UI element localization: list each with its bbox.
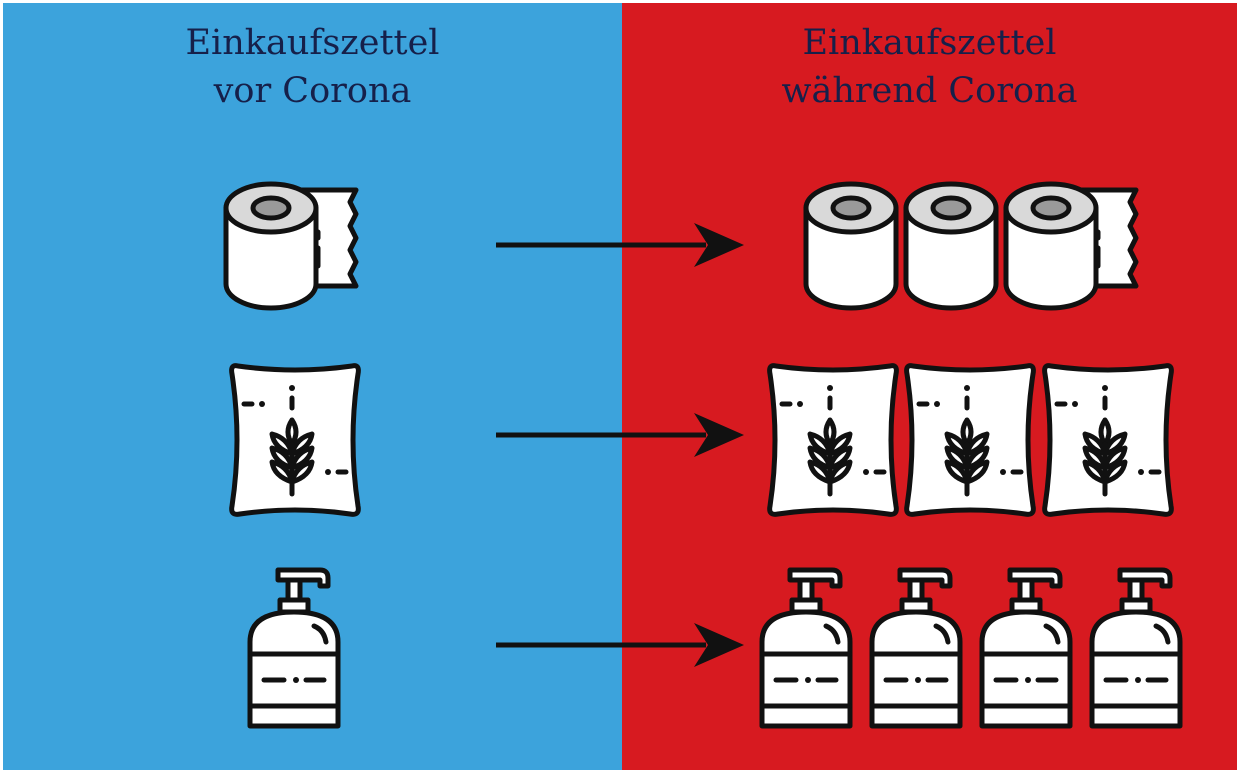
title-before-line2: vor Corona	[213, 71, 412, 111]
soap-dispenser-icon	[979, 567, 1073, 729]
arrow-toilet-paper-roll	[496, 223, 744, 267]
title-during-line2: während Corona	[781, 71, 1078, 111]
flour-sack-icon	[904, 363, 1036, 517]
title-during-corona: Einkaufszettel während Corona	[622, 19, 1237, 115]
flour-sack-icon	[229, 363, 361, 517]
flour-sack-icon	[767, 363, 899, 517]
title-before-line1: Einkaufszettel	[185, 23, 440, 63]
soap-dispenser-icon	[869, 567, 963, 729]
toilet-paper-roll-icon	[903, 181, 999, 311]
toilet-paper-roll-icon	[1003, 181, 1139, 311]
title-during-line1: Einkaufszettel	[802, 23, 1057, 63]
toilet-paper-roll-icon	[803, 181, 899, 311]
soap-dispenser-icon	[759, 567, 853, 729]
toilet-paper-roll-icon	[223, 181, 359, 311]
soap-dispenser-icon	[1089, 567, 1183, 729]
soap-dispenser-icon	[247, 567, 341, 729]
flour-sack-icon	[1042, 363, 1174, 517]
arrow-soap-dispenser	[496, 623, 744, 667]
title-before-corona: Einkaufszettel vor Corona	[3, 19, 622, 115]
arrow-flour-sack	[496, 413, 744, 457]
